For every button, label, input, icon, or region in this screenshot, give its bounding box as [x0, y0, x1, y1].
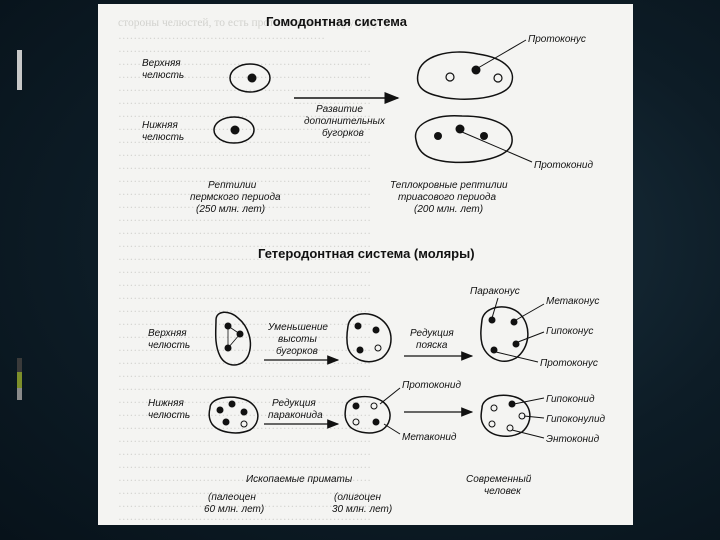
label-hypoconulid: Гипоконулид [546, 414, 606, 425]
paleocene-lower-cusp-3 [241, 409, 248, 416]
permian-caption-1: Рептилии [208, 180, 257, 191]
oligocene-caption-2: 30 млн. лет) [332, 504, 392, 515]
decor-bar-dark [17, 358, 22, 372]
reduce-belt-2: пояска [416, 340, 448, 351]
heterodont-upper-jaw-line1: Верхняя [148, 328, 187, 339]
heterodont-upper-jaw-line2: челюсть [148, 340, 190, 351]
heterodont-lower-jaw-line2: челюсть [148, 410, 190, 421]
reduce-height-2: высоты [278, 334, 317, 345]
label-entoconid: Энтоконид [546, 434, 600, 445]
homodont-arrow-label-1: Развитие [316, 104, 363, 115]
label-hypoconid: Гипоконид [546, 394, 595, 405]
reduce-belt-1: Редукция [410, 328, 454, 339]
triassic-upper-side-cusp-1 [446, 73, 454, 81]
homodont-arrow-label-2: дополнительных [304, 116, 386, 127]
oligocene-upper-cusp-1 [355, 323, 362, 330]
modern-lower-cusp-1 [491, 405, 497, 411]
metacone-pointer [516, 304, 544, 320]
label-protocone-homodont: Протоконус [528, 34, 586, 45]
permian-lower-cusp [231, 126, 240, 135]
oligocene-lower-cusp-2 [371, 403, 377, 409]
permian-caption-2: пермского периода [190, 192, 281, 203]
paleocene-caption-2: 60 млн. лет) [204, 504, 264, 515]
oligocene-lower-cusp-3 [353, 419, 359, 425]
triassic-upper-tooth [418, 52, 513, 99]
permian-caption-3: (250 млн. лет) [196, 204, 265, 215]
label-metacone: Метаконус [546, 296, 599, 307]
teeth-evolution-diagram: Гомодонтная система Верхняя челюсть Нижн… [98, 4, 633, 525]
label-protoconid-homodont: Протоконид [534, 160, 593, 171]
reduce-paraconid-1: Редукция [272, 398, 316, 409]
oligocene-upper-molar [347, 314, 391, 362]
decor-bar-olive [17, 372, 22, 388]
triassic-caption-2: триасового периода [398, 192, 496, 203]
metaconid-pointer [384, 424, 400, 434]
permian-upper-cusp [248, 74, 257, 83]
triassic-caption-3: (200 млн. лет) [414, 204, 483, 215]
paleocene-lower-cusp-4 [223, 419, 230, 426]
decor-bar-light [17, 50, 22, 90]
scanned-page: стороны челюстей, то есть противоположно… [98, 4, 633, 525]
triassic-lower-tooth [416, 116, 513, 163]
modern-human-caption-2: человек [484, 486, 522, 497]
heterodont-title: Гетеродонтная система (моляры) [258, 246, 475, 261]
homodont-arrow-label-3: бугорков [322, 127, 364, 139]
triassic-caption-1: Теплокровные рептилии [390, 180, 508, 191]
label-protocone-heterodont: Протоконус [540, 358, 598, 369]
label-hypocone: Гипоконус [546, 326, 593, 337]
paleocene-lower-cusp-1 [217, 407, 224, 414]
paleocene-caption-1: (палеоцен [208, 492, 256, 503]
decor-bar-gray [17, 388, 22, 400]
reduce-height-1: Уменьшение [267, 322, 328, 333]
homodont-upper-jaw-line1: Верхняя [142, 58, 181, 69]
paleocene-upper-molar [216, 312, 251, 365]
paleocene-lower-cusp-2 [229, 401, 236, 408]
paleocene-lower-cusp-5 [241, 421, 247, 427]
modern-lower-cusp-5 [489, 421, 495, 427]
triassic-lower-cusp-1 [434, 132, 442, 140]
protocone-pointer [478, 40, 526, 68]
oligocene-upper-cusp-4 [375, 345, 381, 351]
triassic-lower-cusp-3 [480, 132, 488, 140]
oligocene-upper-cusp-2 [373, 327, 380, 334]
homodont-title: Гомодонтная система [266, 14, 408, 29]
oligocene-lower-molar [345, 397, 390, 433]
oligocene-lower-cusp-1 [353, 403, 360, 410]
oligocene-upper-cusp-3 [357, 347, 364, 354]
homodont-lower-jaw-line1: Нижняя [142, 120, 179, 131]
heterodont-lower-jaw-line1: Нижняя [148, 398, 185, 409]
hypocone-pointer [518, 332, 544, 342]
label-metaconid: Метаконид [402, 432, 457, 443]
reduce-height-3: бугорков [276, 345, 318, 357]
reduce-paraconid-2: параконида [268, 410, 323, 421]
oligocene-lower-cusp-4 [373, 419, 380, 426]
label-paracone: Параконус [470, 286, 520, 297]
homodont-upper-jaw-line2: челюсть [142, 70, 184, 81]
modern-human-caption-1: Современный [466, 474, 532, 485]
homodont-lower-jaw-line2: челюсть [142, 132, 184, 143]
protoconid-pointer-heterodont [380, 388, 400, 404]
protoconid-pointer-homodont [462, 132, 532, 162]
hypoconulid-pointer [524, 416, 544, 418]
fossil-primates-caption: Ископаемые приматы [246, 474, 353, 485]
oligocene-caption-1: (олигоцен [334, 492, 382, 503]
label-protoconid-heterodont: Протоконид [402, 380, 461, 391]
triassic-upper-side-cusp-2 [494, 74, 502, 82]
modern-lower-molar [481, 395, 530, 436]
modern-upper-molar [481, 307, 528, 361]
